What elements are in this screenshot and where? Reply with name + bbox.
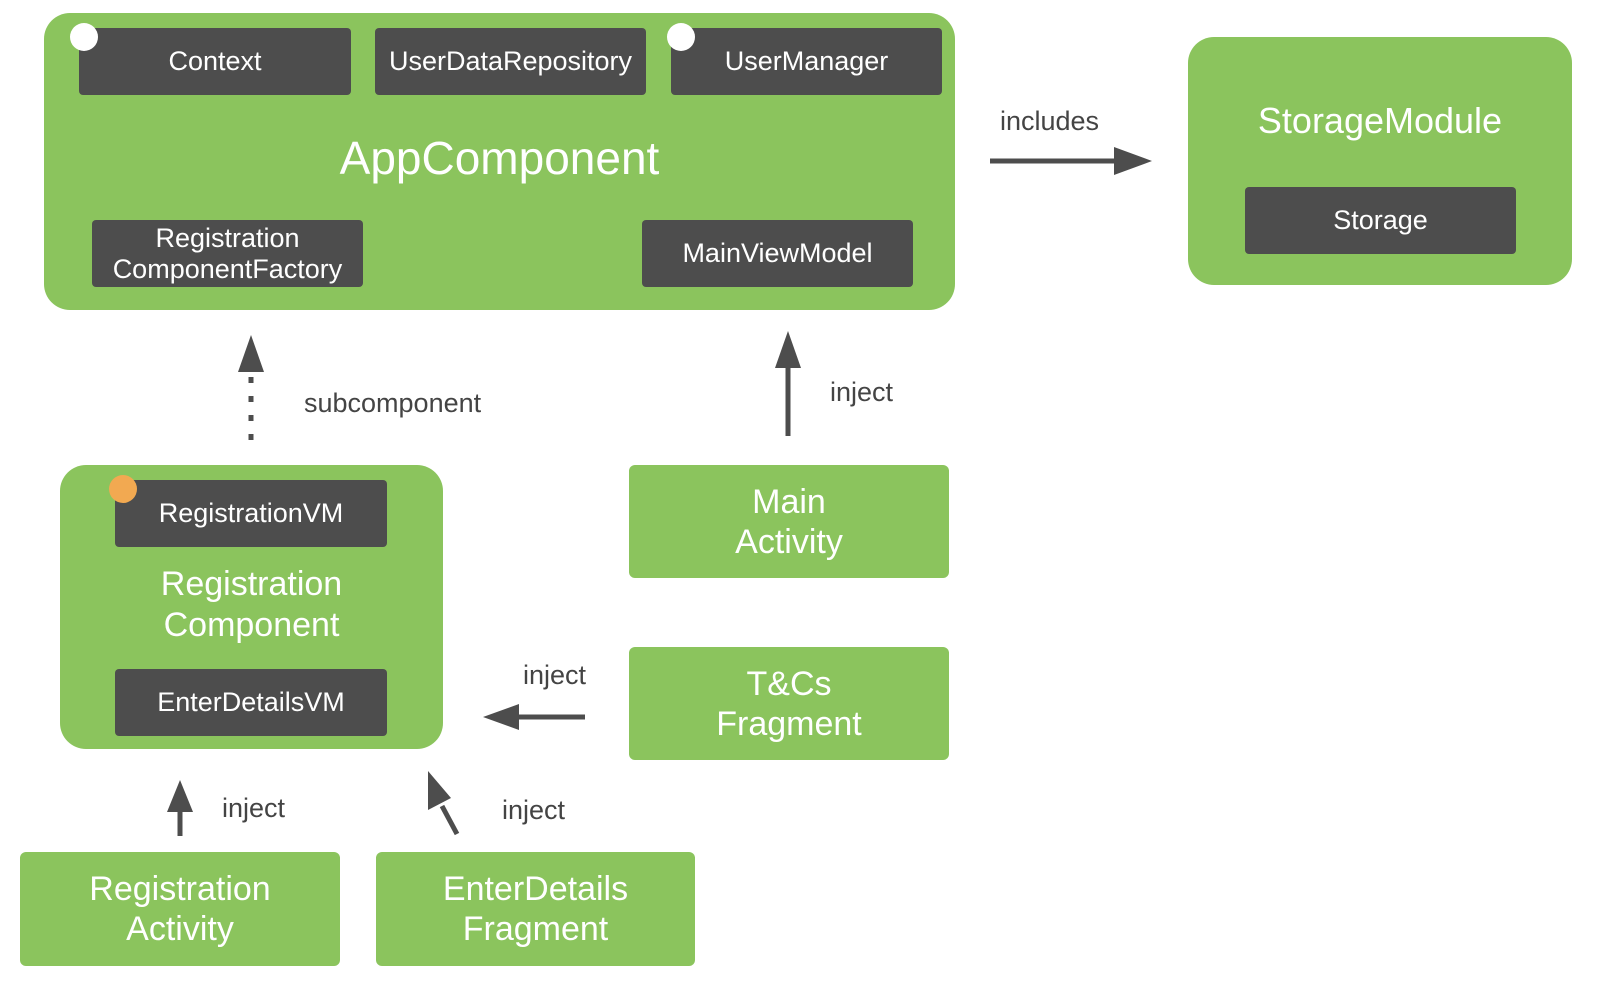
inject-enter-details-arrow	[428, 771, 460, 836]
registration-component: RegistrationVM Registration Component En…	[60, 465, 443, 749]
main-activity-box: Main Activity	[629, 465, 949, 578]
context-item: Context	[79, 28, 351, 95]
subcomponent-label: subcomponent	[304, 388, 482, 418]
inject-tcs-label: inject	[523, 660, 587, 690]
registration-component-factory-item: Registration ComponentFactory	[92, 220, 363, 287]
inject-tcs-arrow	[483, 704, 585, 730]
inject-registration-label: inject	[222, 793, 286, 823]
main-view-model-item: MainViewModel	[642, 220, 913, 287]
user-data-repository-item: UserDataRepository	[375, 28, 646, 95]
storage-item: Storage	[1245, 187, 1516, 254]
app-component-title: AppComponent	[339, 132, 660, 184]
subcomponent-arrow	[238, 335, 264, 440]
includes-label: includes	[1000, 106, 1100, 136]
tcs-fragment-box: T&Cs Fragment	[629, 647, 949, 760]
inject-main-label: inject	[830, 377, 894, 407]
user-manager-item: UserManager	[671, 28, 942, 95]
storage-module-title: StorageModule	[1257, 100, 1503, 141]
includes-arrow	[990, 147, 1152, 175]
inject-registration-arrow	[167, 780, 193, 836]
inject-enter-details-label: inject	[502, 795, 566, 825]
enter-details-vm-item: EnterDetailsVM	[115, 669, 387, 736]
app-component: Context UserDataRepository UserManager A…	[44, 13, 955, 310]
registration-component-title: Registration Component	[160, 565, 343, 644]
storage-module: StorageModule Storage	[1188, 37, 1572, 285]
singleton-scope-dot	[667, 23, 695, 51]
registration-activity-box: Registration Activity	[20, 852, 340, 966]
inject-main-arrow	[775, 331, 801, 436]
registration-vm-item: RegistrationVM	[115, 480, 387, 547]
singleton-scope-dot	[70, 23, 98, 51]
activity-scope-dot	[109, 475, 137, 503]
enter-details-fragment-box: EnterDetails Fragment	[376, 852, 695, 966]
